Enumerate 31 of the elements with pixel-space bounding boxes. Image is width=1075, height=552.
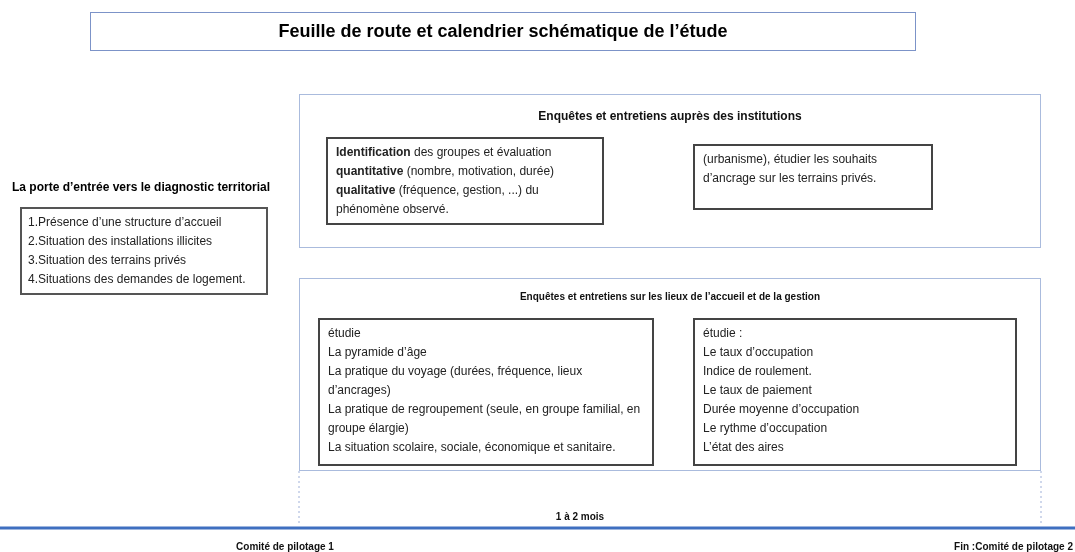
timeline-label: Fin :Comité de pilotage 2 <box>953 540 1073 552</box>
text-box <box>326 137 604 225</box>
timeline-label: Comité de pilotage 1 <box>235 540 335 552</box>
text-line: Durée moyenne d’occupation <box>703 401 861 418</box>
timeline-label: 1 à 2 mois <box>554 510 606 524</box>
text-line: L’état des aires <box>703 439 785 456</box>
text-line: La pratique de regroupement (seule, en groupe familial, en groupe élargie) <box>328 401 642 437</box>
text-line: Le rythme d’occupation <box>703 420 829 437</box>
section-panel <box>299 94 1041 248</box>
text-line: étudie <box>328 325 362 342</box>
text-line: La situation scolaire, sociale, économique et sanitaire. <box>328 439 617 456</box>
panel-heading: Enquêtes et entretiens auprès des institutions <box>537 108 803 125</box>
text-line: Indice de roulement. <box>703 363 813 380</box>
list-item: 3.Situation des terrains privés <box>28 252 188 269</box>
panel-heading: Enquêtes et entretiens sur les lieux de l’accueil et de la gestion <box>518 290 822 304</box>
title-box: Feuille de route et calendrier schématique de l’étude <box>90 12 916 51</box>
text-line: La pratique du voyage (durées, fréquence, lieux d’ancrages) <box>328 363 584 399</box>
text-line: (urbanisme), étudier les souhaits d’ancrage sur les terrains privés. <box>703 151 879 187</box>
text-line: Le taux de paiement <box>703 382 813 399</box>
list-item: 4.Situations des demandes de logement. <box>28 271 247 288</box>
text-line: étudie : <box>703 325 744 342</box>
list-item: 2.Situation des installations illicites <box>28 233 214 250</box>
text-line: Le taux d’occupation <box>703 344 815 361</box>
text-box <box>693 144 933 210</box>
list-item: 1.Présence d’une structure d’accueil <box>28 214 223 231</box>
text-line: Identification des groupes et évaluation quantitative (nombre, motivation, durée) qualitative (fréquence, gestion, ...) du phénomène observé. <box>336 144 556 218</box>
section-panel <box>299 278 1041 471</box>
text-box <box>318 318 654 466</box>
text-box <box>693 318 1017 466</box>
text-line: La pyramide d’âge <box>328 344 428 361</box>
section-heading: La porte d’entrée vers le diagnostic territorial <box>12 179 272 196</box>
